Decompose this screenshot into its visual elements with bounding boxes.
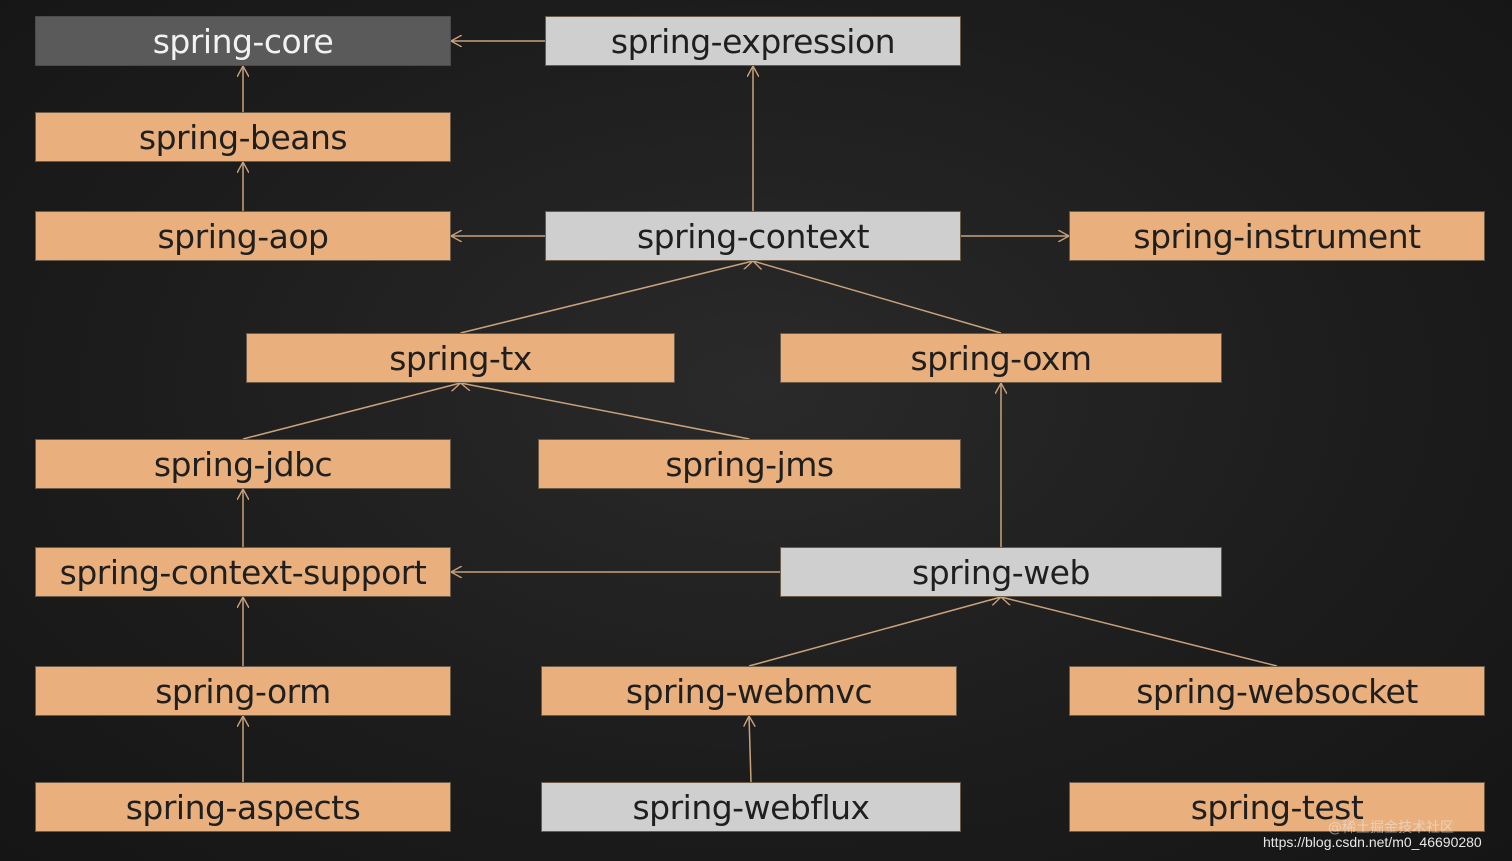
arrow-jms-to-tx xyxy=(461,383,750,440)
node-spring-orm: spring-orm xyxy=(35,666,451,716)
node-spring-aspects: spring-aspects xyxy=(35,782,451,832)
node-spring-test: spring-test xyxy=(1069,782,1485,832)
node-spring-webflux: spring-webflux xyxy=(541,782,961,832)
node-spring-webmvc: spring-webmvc xyxy=(541,666,957,716)
arrow-websocket-to-web xyxy=(1001,597,1278,667)
node-spring-core: spring-core xyxy=(35,16,451,66)
node-spring-context-support: spring-context-support xyxy=(35,547,451,597)
node-spring-websocket: spring-websocket xyxy=(1069,666,1485,716)
arrow-oxm-to-context xyxy=(753,261,1002,334)
node-spring-web: spring-web xyxy=(780,547,1222,597)
arrow-webflux-to-webmvc xyxy=(749,716,751,783)
watermark-community: @稀土掘金技术社区 xyxy=(1328,820,1454,836)
arrow-webmvc-to-web xyxy=(748,597,1001,667)
node-spring-jdbc: spring-jdbc xyxy=(35,439,451,489)
node-spring-beans: spring-beans xyxy=(35,112,451,162)
arrow-jdbc-to-tx xyxy=(242,383,461,440)
arrow-tx-to-context xyxy=(460,261,754,334)
node-spring-oxm: spring-oxm xyxy=(780,333,1222,383)
watermark-url: https://blog.csdn.net/m0_46690280 xyxy=(1263,834,1482,850)
node-spring-aop: spring-aop xyxy=(35,211,451,261)
node-spring-expression: spring-expression xyxy=(545,16,961,66)
node-spring-context: spring-context xyxy=(545,211,961,261)
node-spring-instrument: spring-instrument xyxy=(1069,211,1485,261)
node-spring-tx: spring-tx xyxy=(246,333,675,383)
node-spring-jms: spring-jms xyxy=(538,439,961,489)
